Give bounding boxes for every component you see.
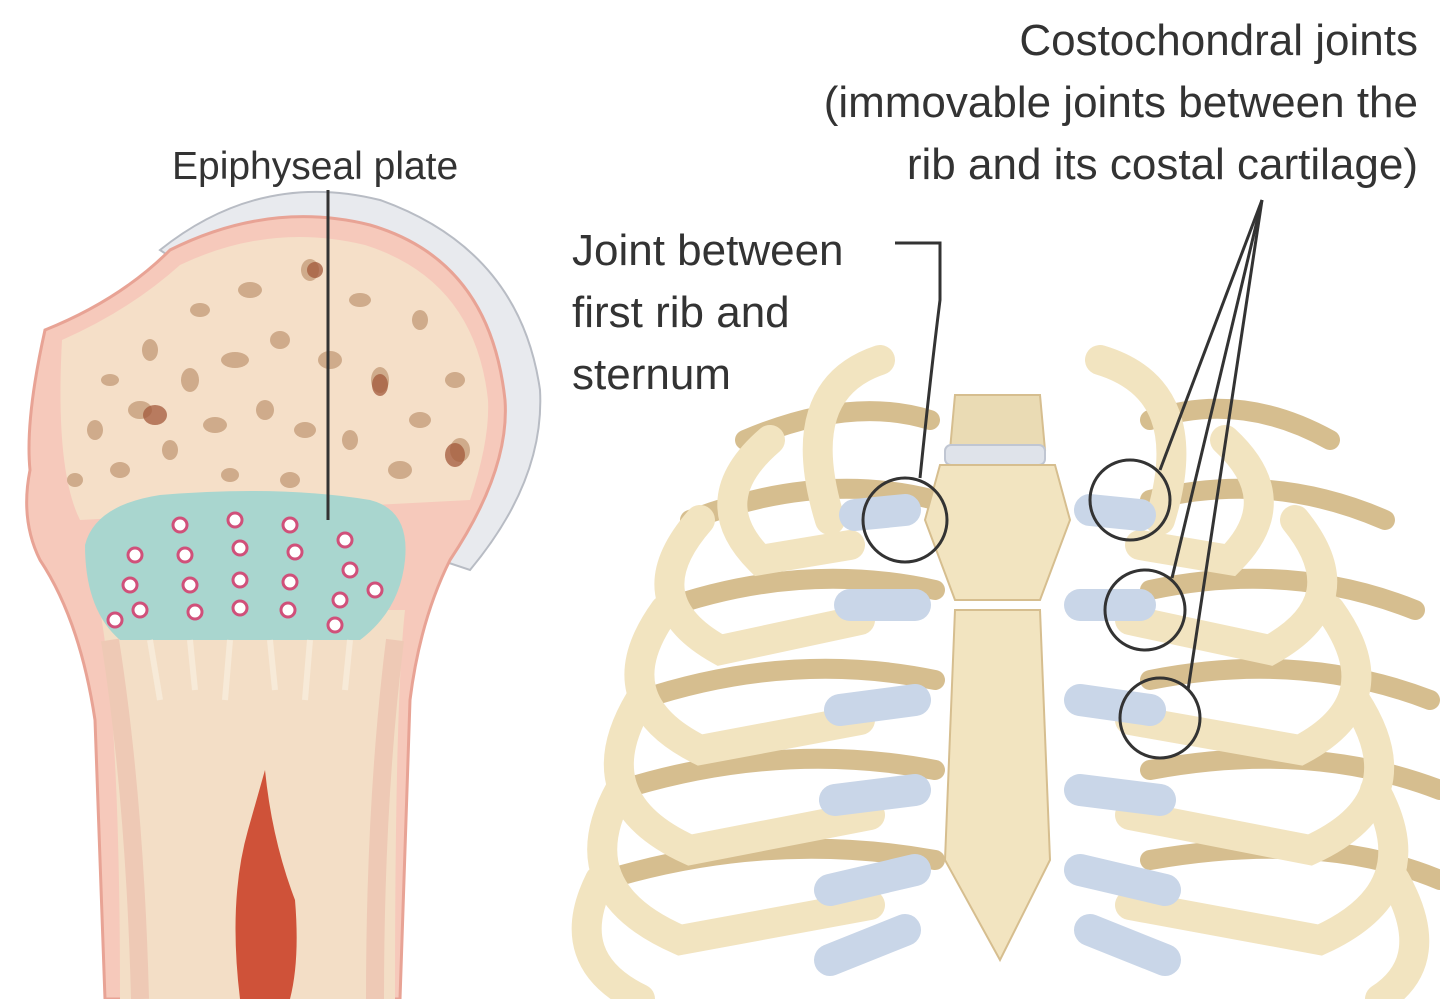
first-rib-label-line-2: first rib and: [572, 288, 790, 337]
costal-cartilages: [814, 494, 1181, 976]
first-rib-joint-circle: [861, 476, 949, 564]
spongy-bone: [60, 236, 489, 520]
costochondral-joint-circle-2: [1103, 568, 1187, 652]
first-rib-label-line-3: sternum: [572, 350, 731, 399]
sternum: [923, 394, 1072, 963]
costochondral-label-line-2: (immovable joints between the: [823, 78, 1418, 127]
first-rib-joint-label: Joint between first rib and sternum: [572, 220, 844, 406]
costochondral-label-line-1: Costochondral joints: [1019, 16, 1418, 65]
costochondral-label-line-3: rib and its costal cartilage): [906, 140, 1418, 189]
joint-markers: [861, 458, 1202, 760]
leader-lines: [895, 199, 1264, 691]
marrow-cavity: [235, 770, 297, 999]
first-rib-label-line-1: Joint between: [572, 226, 844, 275]
costochondral-joint-circle-1: [1088, 458, 1172, 542]
costochondral-joint-circle-3: [1118, 676, 1202, 760]
epiphyseal-plate: [85, 491, 406, 640]
bone-cross-section: [25, 190, 542, 999]
epiphyseal-plate-label: Epiphyseal plate: [172, 145, 459, 188]
costochondral-joints-label: Costochondral joints (immovable joints b…: [824, 10, 1418, 196]
rib-cage: [571, 199, 1440, 999]
bone-shaft: [100, 610, 405, 999]
